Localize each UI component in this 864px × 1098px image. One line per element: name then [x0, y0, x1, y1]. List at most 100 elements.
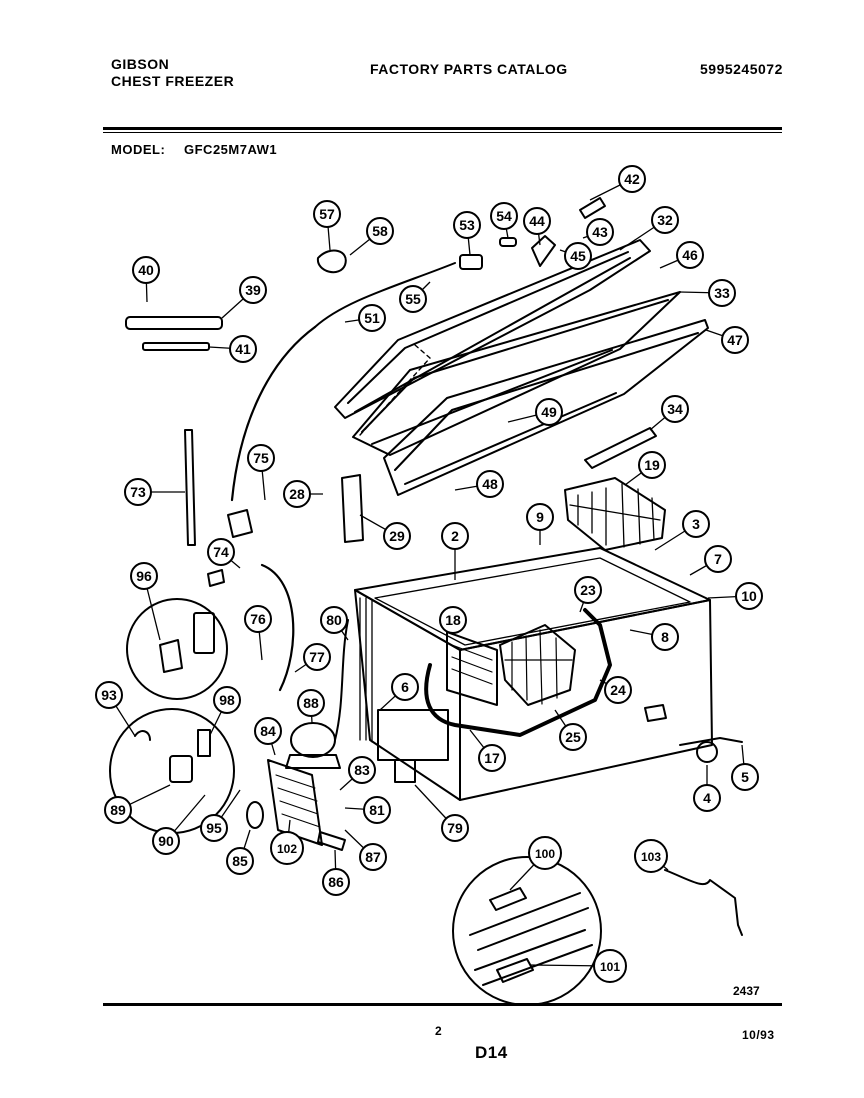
callout-number: 18: [445, 612, 461, 628]
callout-number: 83: [354, 762, 370, 778]
callout-8: 8: [651, 623, 679, 651]
callout-number: 87: [365, 849, 381, 865]
relay-79: [394, 759, 416, 783]
callout-2: 2: [441, 522, 469, 550]
harness-arc: [230, 325, 317, 502]
callout-number: 46: [682, 247, 698, 263]
callout-number: 25: [565, 729, 581, 745]
callout-number: 39: [245, 282, 261, 298]
product-name: CHEST FREEZER: [111, 73, 235, 89]
callout-number: 98: [219, 692, 235, 708]
callout-number: 9: [536, 509, 544, 525]
lid-inner: [347, 251, 631, 413]
model-label: MODEL:: [111, 142, 166, 157]
section-code: D14: [475, 1043, 508, 1062]
cord-plug: [207, 569, 225, 587]
grommet-85: [246, 801, 264, 829]
callout-88: 88: [297, 689, 325, 717]
trim-strip: [142, 342, 210, 351]
callout-40: 40: [132, 256, 160, 284]
lid-rail-dashes: [359, 344, 431, 436]
lid-panel-1: [352, 291, 681, 456]
condenser-plate-lines: [275, 774, 321, 828]
callout-number: 89: [110, 802, 126, 818]
vertical-strip: [184, 429, 196, 546]
callout-24: 24: [604, 676, 632, 704]
callout-41: 41: [229, 335, 257, 363]
clip-93: [134, 730, 151, 741]
callout-9: 9: [526, 503, 554, 531]
callout-51: 51: [358, 304, 386, 332]
catalog-number: 5995245072: [700, 61, 783, 77]
callout-number: 86: [328, 874, 344, 890]
callout-number: 5: [741, 769, 749, 785]
callout-29: 29: [383, 522, 411, 550]
callout-58: 58: [366, 217, 394, 245]
hinge-cap: [579, 197, 606, 219]
callout-39: 39: [239, 276, 267, 304]
callout-87: 87: [359, 843, 387, 871]
callout-102: 102: [270, 831, 304, 865]
harness-arc-2: [314, 262, 456, 328]
power-cord: [260, 563, 295, 692]
callout-number: 3: [692, 516, 700, 532]
clip-98: [197, 729, 211, 757]
callout-number: 2: [451, 528, 459, 544]
inner-basket-grid: [504, 629, 573, 705]
callout-number: 8: [661, 629, 669, 645]
callout-18: 18: [439, 606, 467, 634]
callout-77: 77: [303, 643, 331, 671]
callout-number: 102: [277, 842, 297, 856]
callout-57: 57: [313, 200, 341, 228]
callout-44: 44: [523, 207, 551, 235]
trim-handle: [125, 316, 223, 330]
cord-5: [679, 737, 743, 746]
thermostat-body: [159, 639, 183, 673]
callout-84: 84: [254, 717, 282, 745]
callout-100: 100: [528, 836, 562, 870]
callout-number: 76: [250, 611, 266, 627]
wire-103: [664, 869, 743, 936]
callout-101: 101: [593, 949, 627, 983]
callout-45: 45: [564, 242, 592, 270]
divider-panel-lines: [451, 644, 493, 685]
callout-number: 95: [206, 820, 222, 836]
lid-outer: [334, 239, 651, 419]
callout-49: 49: [535, 398, 563, 426]
switch-pin: [499, 237, 517, 247]
callout-74: 74: [207, 538, 235, 566]
cabinet-side: [459, 599, 713, 801]
callout-number: 34: [667, 401, 683, 417]
callout-47: 47: [721, 326, 749, 354]
callout-number: 53: [459, 217, 475, 233]
callout-number: 10: [741, 588, 757, 604]
callout-46: 46: [676, 241, 704, 269]
callout-73: 73: [124, 478, 152, 506]
callout-number: 100: [535, 847, 555, 861]
condenser-coil: [359, 597, 373, 743]
callout-number: 33: [714, 285, 730, 301]
callout-number: 6: [401, 679, 409, 695]
callout-number: 96: [136, 568, 152, 584]
callout-89: 89: [104, 796, 132, 824]
callout-86: 86: [322, 868, 350, 896]
callout-28: 28: [283, 480, 311, 508]
switch-body: [459, 254, 483, 270]
wire-80: [334, 619, 349, 741]
callout-75: 75: [247, 444, 275, 472]
callout-number: 103: [641, 850, 661, 864]
callout-number: 19: [644, 457, 660, 473]
callout-number: 93: [101, 687, 117, 703]
inset-rail-1: [469, 892, 589, 951]
callout-6: 6: [391, 673, 419, 701]
light-socket: [316, 249, 347, 274]
callout-4: 4: [693, 784, 721, 812]
callout-number: 49: [541, 404, 557, 420]
callout-42: 42: [618, 165, 646, 193]
header-rule-thick: [103, 127, 782, 130]
footer-rule: [103, 1003, 782, 1006]
drain-86: [317, 831, 346, 851]
callout-number: 47: [727, 332, 743, 348]
bushing-4: [696, 741, 718, 763]
callout-number: 90: [158, 833, 174, 849]
